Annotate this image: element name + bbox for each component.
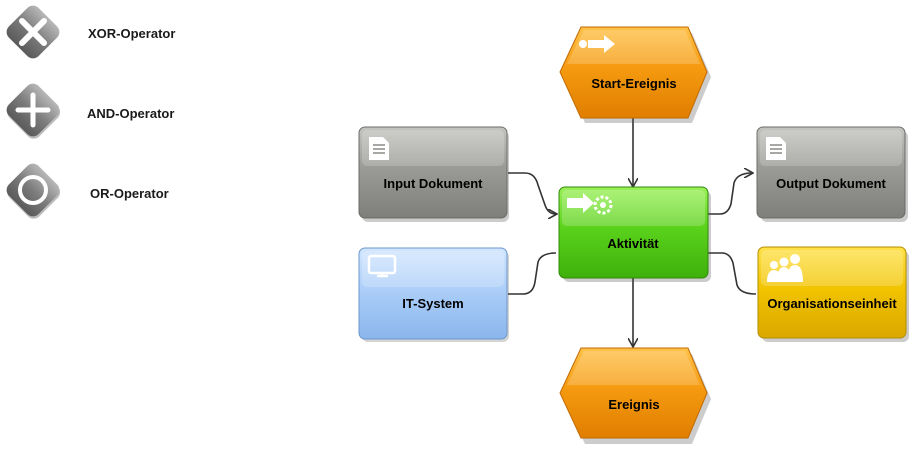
event-label: Ereignis [608,397,659,412]
event-node[interactable]: Ereignis [559,347,711,444]
connector-input-to-activity [508,172,556,214]
connectors [508,118,757,346]
it-system-label: IT-System [402,296,463,311]
connector-activity-to-organization [707,252,757,295]
output-document-node[interactable]: Output Dokument [756,126,908,222]
organization-unit-node[interactable]: Organisationseinheit [757,246,909,342]
connector-it-system-to-activity [508,252,557,295]
and-operator-icon [6,83,61,139]
and-operator-label: AND-Operator [87,106,175,121]
document-icon [766,137,786,160]
input-document-node[interactable]: Input Dokument [358,126,509,222]
or-operator-icon [6,163,61,219]
start-event-label: Start-Ereignis [591,76,676,91]
document-icon [369,137,389,160]
input-document-label: Input Dokument [384,176,484,191]
or-operator-label: OR-Operator [90,186,169,201]
start-event-node[interactable]: Start-Ereignis [559,26,711,123]
output-document-label: Output Dokument [776,176,886,191]
activity-label: Aktivität [607,236,659,251]
activity-gear-arrow-icon [567,193,613,215]
people-icon [767,254,803,282]
xor-operator-label: XOR-Operator [88,26,176,41]
connector-activity-to-output [707,173,752,215]
xor-operator-icon [6,5,60,59]
operator-legend-symbols [6,5,61,219]
monitor-icon [367,254,397,278]
event-arrow-icon [579,35,615,53]
it-system-node[interactable]: IT-System [358,247,509,342]
activity-node[interactable]: Aktivität [558,186,711,282]
organization-unit-label: Organisationseinheit [767,296,897,311]
